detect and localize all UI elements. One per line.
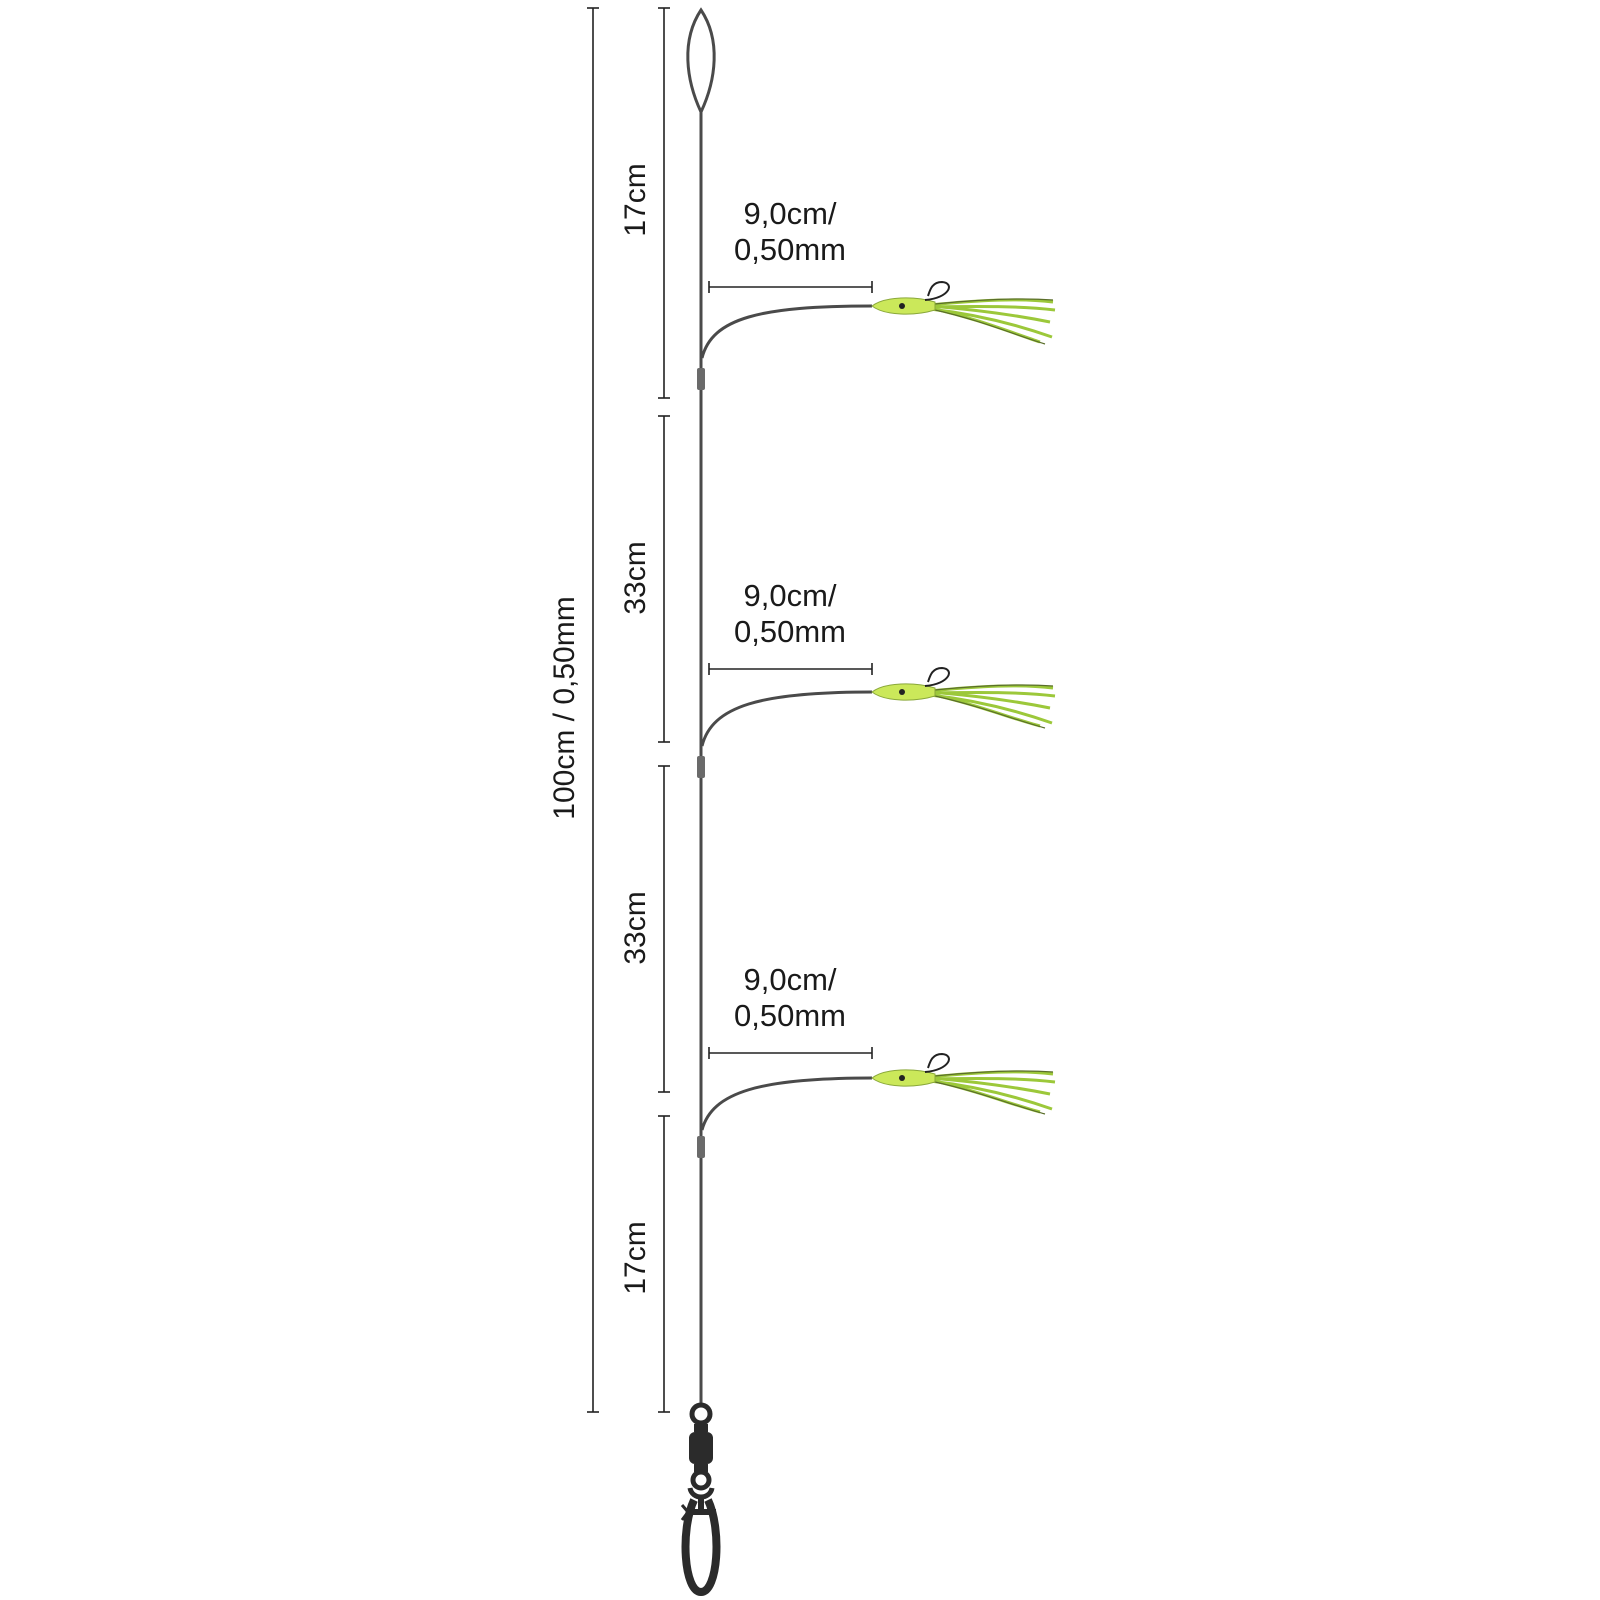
segment-dimensions — [658, 7, 670, 1413]
squid-lure-icon — [871, 1052, 1056, 1115]
swivel-snap-icon — [680, 1402, 721, 1597]
dropper-1-length: 9,0cm/ — [743, 196, 836, 231]
segment-label-1: 17cm — [619, 163, 652, 236]
top-loop — [686, 7, 716, 116]
dropper-2-diameter: 0,50mm — [734, 614, 846, 649]
squid-lure-icon — [871, 666, 1056, 729]
dropper-3: 9,0cm/ 0,50mm — [700, 962, 1056, 1131]
dropper-2: 9,0cm/ 0,50mm — [700, 578, 1056, 747]
segment-label-3: 33cm — [619, 891, 652, 964]
dropper-2-length: 9,0cm/ — [743, 578, 836, 613]
main-line — [686, 7, 716, 1404]
dropper-3-diameter: 0,50mm — [734, 998, 846, 1033]
crimp-sleeves — [697, 368, 705, 1158]
total-length-dimension — [587, 7, 599, 1413]
dropper-3-length: 9,0cm/ — [743, 962, 836, 997]
dropper-1-diameter: 0,50mm — [734, 232, 846, 267]
segment-label-4: 17cm — [619, 1221, 652, 1294]
total-length-label: 100cm / 0,50mm — [548, 596, 581, 819]
dropper-1: 9,0cm/ 0,50mm — [700, 196, 1056, 359]
segment-label-2: 33cm — [619, 541, 652, 614]
squid-lure-icon — [871, 280, 1056, 345]
